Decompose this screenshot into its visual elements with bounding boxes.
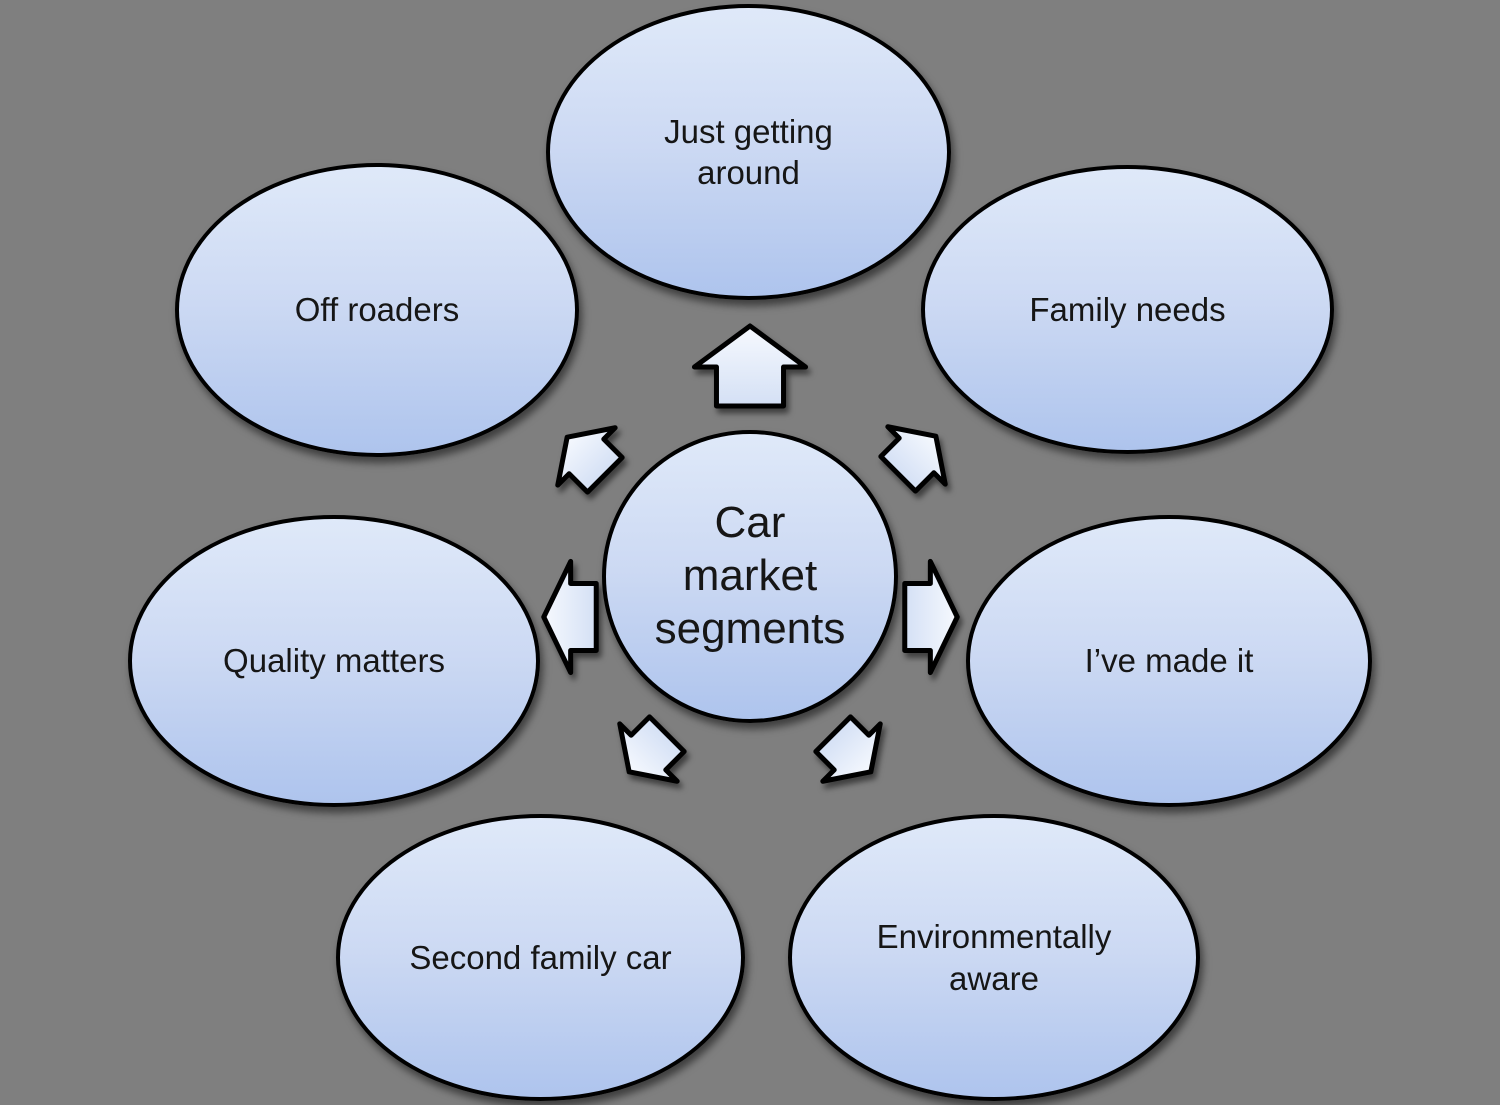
arrow-up-icon [694, 326, 805, 406]
node-car-market-segments-center: Car market segments [602, 430, 898, 723]
node-label: Just getting around [664, 112, 833, 191]
center-label: Car market segments [654, 498, 846, 653]
node-environmentally-aware: Environmentally aware [788, 814, 1200, 1101]
arrow-down-left-icon [598, 703, 698, 803]
node-label: Quality matters [223, 642, 445, 680]
arrow-up-right-icon [867, 405, 967, 505]
arrow-down-right-icon [802, 703, 902, 803]
arrow-right-icon [905, 561, 957, 672]
node-label: I’ve made it [1084, 642, 1254, 680]
node-label: Second family car [409, 938, 672, 976]
node-label: Off roaders [294, 291, 460, 329]
node-just-getting-around: Just getting around [546, 4, 951, 300]
node-family-needs: Family needs [921, 165, 1334, 454]
arrow-left-icon [544, 561, 596, 672]
node-quality-matters: Quality matters [128, 515, 540, 807]
arrow-up-left-icon [536, 406, 636, 506]
node-off-roaders: Off roaders [175, 163, 579, 457]
node-label: Environmentally aware [876, 918, 1112, 997]
node-second-family-car: Second family car [336, 814, 745, 1101]
node-label: Family needs [1029, 290, 1226, 328]
node-ive-made-it: I’ve made it [966, 515, 1372, 807]
